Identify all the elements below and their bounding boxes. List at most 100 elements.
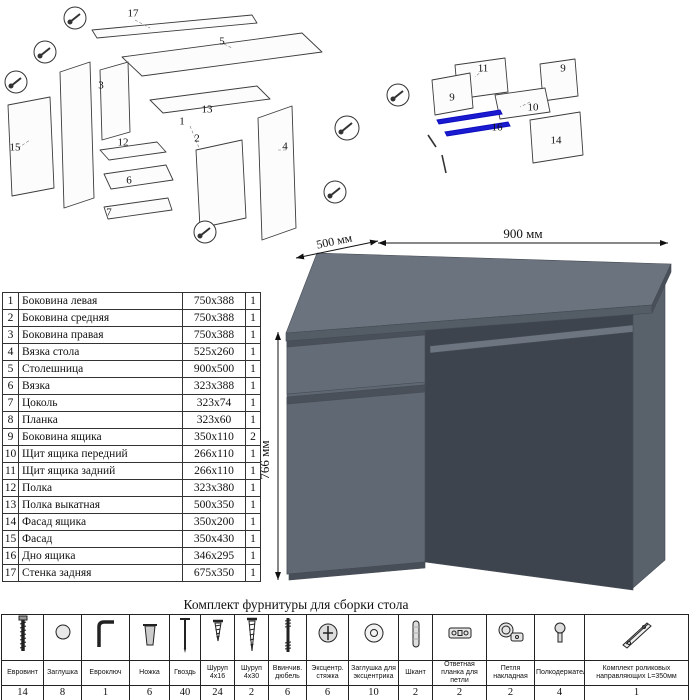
hardware-item-qty: 1 [584, 685, 689, 700]
part-size: 266x110 [182, 445, 246, 463]
part-num: 8 [2, 411, 19, 429]
part-number-callout: 9 [449, 91, 455, 104]
keyboard-tray [429, 324, 634, 354]
part-qty: 1 [245, 377, 261, 395]
screw-4x16-icon [200, 614, 235, 661]
hinge-icon [486, 614, 535, 661]
part-qty: 1 [245, 462, 261, 480]
part-qty: 1 [245, 513, 261, 531]
nail-icon [169, 614, 201, 661]
hardware-item-label: Заглушка [43, 659, 82, 687]
part-qty: 1 [245, 564, 261, 582]
screw-dowel-icon [268, 614, 307, 661]
dimension-lines [275, 239, 668, 580]
part-size: 900x500 [182, 360, 246, 378]
panel-tabletop [121, 32, 323, 77]
panel-left-side [59, 61, 95, 209]
euro-screw-icon [1, 614, 44, 661]
part-number-callout: 1 [179, 115, 185, 128]
part-number-callout: 15 [9, 141, 21, 154]
hardware-callout-circles [4, 6, 360, 244]
part-name: Стенка задняя [18, 564, 183, 582]
exploded-view-drawer [386, 57, 584, 174]
part-num: 15 [2, 530, 19, 548]
part-num: 17 [2, 564, 19, 582]
part-number-callout: 3 [98, 79, 104, 92]
part-number-callout: 4 [282, 140, 288, 153]
desk-right-panel [632, 273, 666, 589]
screw-4x30-icon [234, 614, 269, 661]
part-name: Боковина правая [18, 326, 183, 344]
plinth-shadow [288, 561, 426, 581]
drawer-side-left [431, 72, 474, 116]
desk-interior [424, 313, 634, 591]
hardware-item-qty: 14 [1, 685, 44, 700]
part-name: Щит ящика передний [18, 445, 183, 463]
desk-top-right-edge [651, 263, 672, 314]
part-size: 350x110 [182, 428, 246, 446]
part-qty: 1 [245, 411, 261, 429]
part-num: 12 [2, 479, 19, 497]
part-qty: 1 [245, 445, 261, 463]
hardware-item-label: Ножка [129, 659, 170, 687]
hardware-item-qty: 2 [432, 685, 487, 700]
eccentric-cam-icon [306, 614, 349, 661]
roller-guide-rails [436, 109, 511, 137]
part-size: 323x74 [182, 394, 246, 412]
panel-middle-side [195, 139, 247, 229]
part-name: Боковина ящика [18, 428, 183, 446]
panel-right-side [257, 105, 297, 241]
part-num: 11 [2, 462, 19, 480]
hardware-item-qty: 6 [129, 685, 170, 700]
part-name: Цоколь [18, 394, 183, 412]
part-qty: 1 [245, 292, 261, 310]
part-qty: 1 [245, 547, 261, 565]
part-number-callout: 6 [126, 174, 132, 187]
part-size: 323x388 [182, 377, 246, 395]
part-size: 350x200 [182, 513, 246, 531]
part-num: 6 [2, 377, 19, 395]
panel-right-small [99, 61, 131, 141]
hardware-item-label: Шкант [398, 659, 433, 687]
hardware-item-qty: 6 [306, 685, 349, 700]
part-qty: 1 [245, 394, 261, 412]
shelf-support-icon [534, 614, 585, 661]
part-name: Столешница [18, 360, 183, 378]
part-number-callout: 9 [560, 62, 566, 75]
hardware-item-label: Гвоздь [169, 659, 201, 687]
hardware-item-label: Шуруп 4x16 [200, 659, 235, 687]
dimension-width-label: 900 мм [503, 228, 542, 241]
hardware-item-qty: 10 [348, 685, 399, 700]
part-name: Планка [18, 411, 183, 429]
part-qty: 1 [245, 360, 261, 378]
part-number-callout: 13 [201, 103, 213, 116]
part-number-callout: 5 [219, 35, 225, 48]
hardware-item-qty: 6 [268, 685, 307, 700]
part-size: 323x60 [182, 411, 246, 429]
part-name: Щит ящика задний [18, 462, 183, 480]
part-number-callout: 14 [550, 134, 562, 147]
hardware-item-qty: 2 [234, 685, 269, 700]
hardware-item-label: Комплект роликовых направляющих L=350мм [584, 659, 689, 687]
part-name: Боковина левая [18, 292, 183, 310]
part-size: 346x295 [182, 547, 246, 565]
part-num: 9 [2, 428, 19, 446]
part-num: 5 [2, 360, 19, 378]
part-qty: 1 [245, 326, 261, 344]
hardware-item-label: Заглушка для эксцентрика [348, 659, 399, 687]
hardware-item-label: Ответная планка для петли [432, 659, 487, 687]
